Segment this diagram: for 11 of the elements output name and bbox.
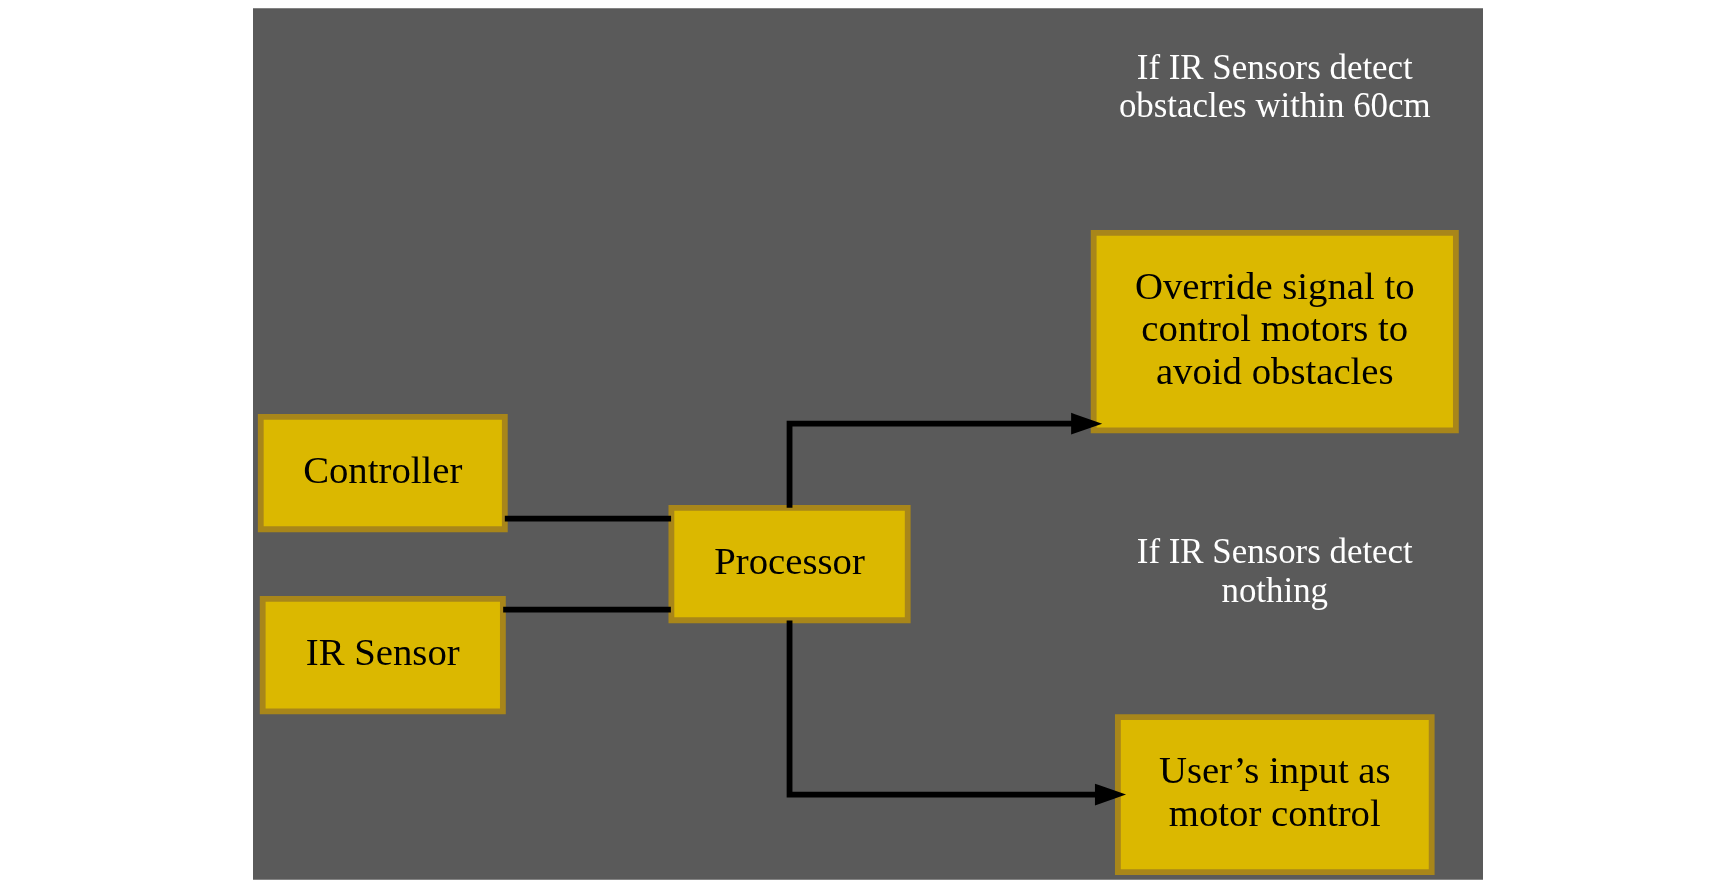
- node-box: Controller: [257, 413, 508, 533]
- node-box: Processor: [668, 505, 911, 624]
- node-label: If IR Sensors detect nothing: [1136, 531, 1413, 610]
- arrow: [786, 620, 1127, 806]
- connector: [504, 515, 672, 522]
- node-box: User’s input as motor control: [1114, 714, 1435, 875]
- node-label: If IR Sensors detect obstacles within 60cm: [1118, 47, 1431, 126]
- node-box: IR Sensor: [259, 596, 506, 715]
- connector: [503, 606, 671, 613]
- arrow: [786, 412, 1103, 508]
- node-box: Override signal to control motors to avoid obstacles: [1090, 229, 1459, 434]
